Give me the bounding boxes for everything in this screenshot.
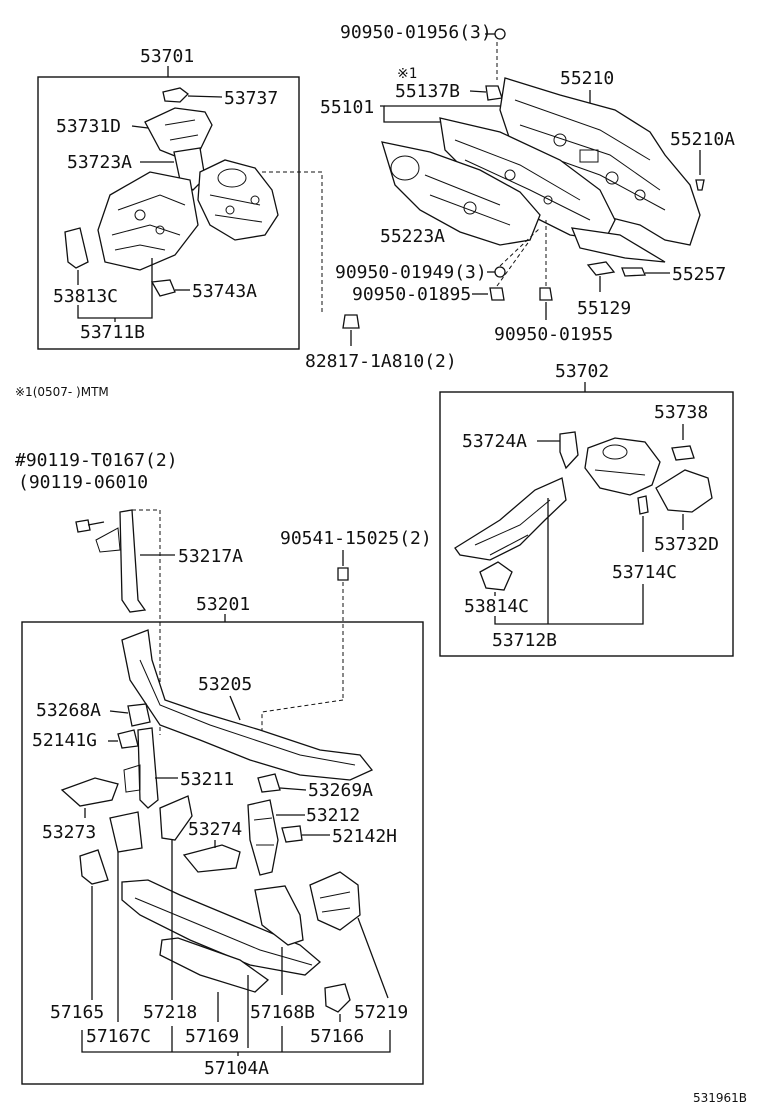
label-57169: 57169 <box>185 1026 239 1047</box>
label-53269A: 53269A <box>308 780 373 801</box>
label-53205: 53205 <box>198 674 252 695</box>
part-52141G <box>117 729 139 749</box>
label-90950-01895: 90950-01895 <box>352 284 471 305</box>
label-52142H: 52142H <box>332 826 397 847</box>
part-53269A <box>257 773 281 793</box>
label-90119-06010: (90119-06010 <box>18 472 148 493</box>
label-57104A: 57104A <box>204 1058 269 1079</box>
label-53737: 53737 <box>224 88 278 109</box>
label-53211: 53211 <box>180 769 234 790</box>
label-55257: 55257 <box>672 264 726 285</box>
label-55210A: 55210A <box>670 129 735 150</box>
label-53714C: 53714C <box>612 562 677 583</box>
part-90950-01955 <box>539 287 553 301</box>
label-90950-01956: 90950-01956(3) <box>340 22 492 43</box>
part-82817-clip <box>342 314 360 329</box>
label-53738: 53738 <box>654 402 708 423</box>
part-apron-right <box>454 477 567 561</box>
label-55101: 55101 <box>320 97 374 118</box>
label-53813C: 53813C <box>53 286 118 307</box>
part-57165 <box>79 849 109 885</box>
part-53268A <box>127 703 151 727</box>
part-53274 <box>182 844 241 873</box>
part-53212 <box>247 799 279 876</box>
label-57167C: 57167C <box>86 1026 151 1047</box>
part-57166 <box>324 983 351 1013</box>
part-bolt-90541 <box>337 567 349 581</box>
part-53732D <box>655 469 713 513</box>
part-53273 <box>60 777 119 807</box>
part-53724A <box>559 431 579 470</box>
part-53738 <box>671 445 695 461</box>
note-mtm: ※1(0507- )MTM <box>15 385 109 399</box>
label-53814C: 53814C <box>464 596 529 617</box>
part-57167C <box>109 811 143 853</box>
label-53273: 53273 <box>42 822 96 843</box>
part-53205 <box>121 629 374 781</box>
part-90950-01956 <box>494 28 506 40</box>
label-57168B: 57168B <box>250 1002 315 1023</box>
label-52141G: 52141G <box>32 730 97 751</box>
part-90950-01895 <box>489 287 505 301</box>
part-57168B <box>254 885 304 946</box>
label-55223A: 55223A <box>380 226 445 247</box>
label-53201: 53201 <box>196 594 250 615</box>
label-53731D: 53731D <box>56 116 121 137</box>
label-53732D: 53732D <box>654 534 719 555</box>
label-55129: 55129 <box>577 298 631 319</box>
label-53723A: 53723A <box>67 152 132 173</box>
part-55129 <box>586 261 616 276</box>
label-90119-t0167: #90119-T0167(2) <box>15 450 178 471</box>
label-57218: 57218 <box>143 1002 197 1023</box>
label-55210: 55210 <box>560 68 614 89</box>
note-mark-1: ※1 <box>397 66 417 82</box>
label-82817: 82817-1A810(2) <box>305 351 457 372</box>
part-53743A <box>150 279 176 297</box>
label-57166: 57166 <box>310 1026 364 1047</box>
label-53702: 53702 <box>555 361 609 382</box>
part-53814C <box>479 561 513 591</box>
group-box-53201 <box>21 621 424 1085</box>
label-90950-01955: 90950-01955 <box>494 324 613 345</box>
label-53712B: 53712B <box>492 630 557 651</box>
part-55257 <box>570 227 666 263</box>
label-53268A: 53268A <box>36 700 101 721</box>
label-53701: 53701 <box>140 46 194 67</box>
part-55257-small <box>621 267 646 277</box>
label-55137B: 55137B <box>395 81 460 102</box>
label-90541: 90541-15025(2) <box>280 528 432 549</box>
part-55210A <box>695 179 705 191</box>
part-57218 <box>159 795 193 841</box>
part-52142H <box>281 825 303 843</box>
label-53743A: 53743A <box>192 281 257 302</box>
part-57219 <box>309 871 361 931</box>
footer-code: 531961B <box>693 1091 747 1105</box>
part-57169 <box>159 937 270 993</box>
part-90950-01949 <box>494 266 506 278</box>
part-53211 <box>137 727 159 809</box>
group-box-53702 <box>439 391 734 657</box>
part-53737 <box>162 87 189 103</box>
label-53724A: 53724A <box>462 431 527 452</box>
part-53714C <box>637 495 649 515</box>
part-53731D <box>144 107 213 159</box>
label-53212: 53212 <box>306 805 360 826</box>
part-apron-left <box>97 171 199 271</box>
label-57165: 57165 <box>50 1002 104 1023</box>
label-57219: 57219 <box>354 1002 408 1023</box>
label-53217A: 53217A <box>178 546 243 567</box>
part-53813C <box>64 227 89 269</box>
label-53274: 53274 <box>188 819 242 840</box>
part-55137B <box>485 85 503 101</box>
part-suspension-tower-right <box>584 437 661 496</box>
part-bolt-90119 <box>75 519 91 533</box>
label-53711B: 53711B <box>80 322 145 343</box>
part-53217A <box>119 509 147 613</box>
label-90950-01949: 90950-01949(3) <box>335 262 487 283</box>
